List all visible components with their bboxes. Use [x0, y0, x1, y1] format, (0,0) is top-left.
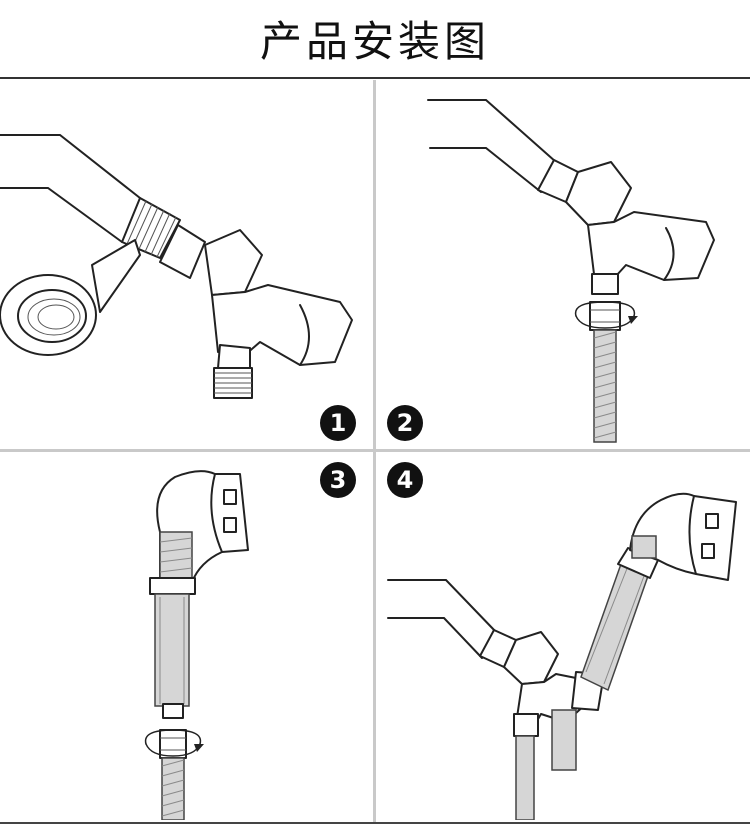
- panel-step-1: [0, 80, 372, 448]
- step-badge-1: 1: [320, 405, 356, 441]
- rotate-arrow-icon: [574, 301, 638, 329]
- hand-shower-head: [156, 470, 249, 583]
- step-badge-3: 3: [320, 462, 356, 498]
- hose-nut: [159, 729, 187, 759]
- title-underline: [0, 77, 750, 79]
- panel-step-2: [376, 80, 750, 448]
- bottom-rule: [0, 822, 750, 824]
- panel-step-3: [0, 452, 372, 820]
- shower-arm: [427, 99, 557, 163]
- step-badge-4: 4: [387, 462, 423, 498]
- hose-nut: [589, 301, 621, 331]
- grid-divider-horizontal: [0, 449, 750, 452]
- elbow-outlet-thread: [213, 367, 253, 399]
- step-badge-2: 2: [387, 405, 423, 441]
- page-title: 产品安装图: [259, 16, 490, 66]
- shower-arm: [387, 579, 497, 633]
- handle-end: [162, 703, 184, 719]
- shower-hose: [161, 757, 185, 820]
- holder-bracket: [551, 671, 605, 771]
- shower-arm: [0, 134, 141, 199]
- shower-hose: [593, 329, 617, 443]
- hand-shower-head: [629, 492, 737, 581]
- connector-nut: [159, 224, 206, 279]
- handle-collar: [149, 577, 196, 595]
- sealing-tape-roll: [0, 239, 141, 356]
- elbow-connector: [204, 229, 353, 371]
- elbow-connector: [565, 161, 715, 295]
- rotate-arrow-icon: [144, 729, 204, 757]
- hand-shower-handle: [154, 593, 190, 707]
- panel-step-4: [376, 452, 750, 820]
- hand-shower-handle: [580, 547, 659, 692]
